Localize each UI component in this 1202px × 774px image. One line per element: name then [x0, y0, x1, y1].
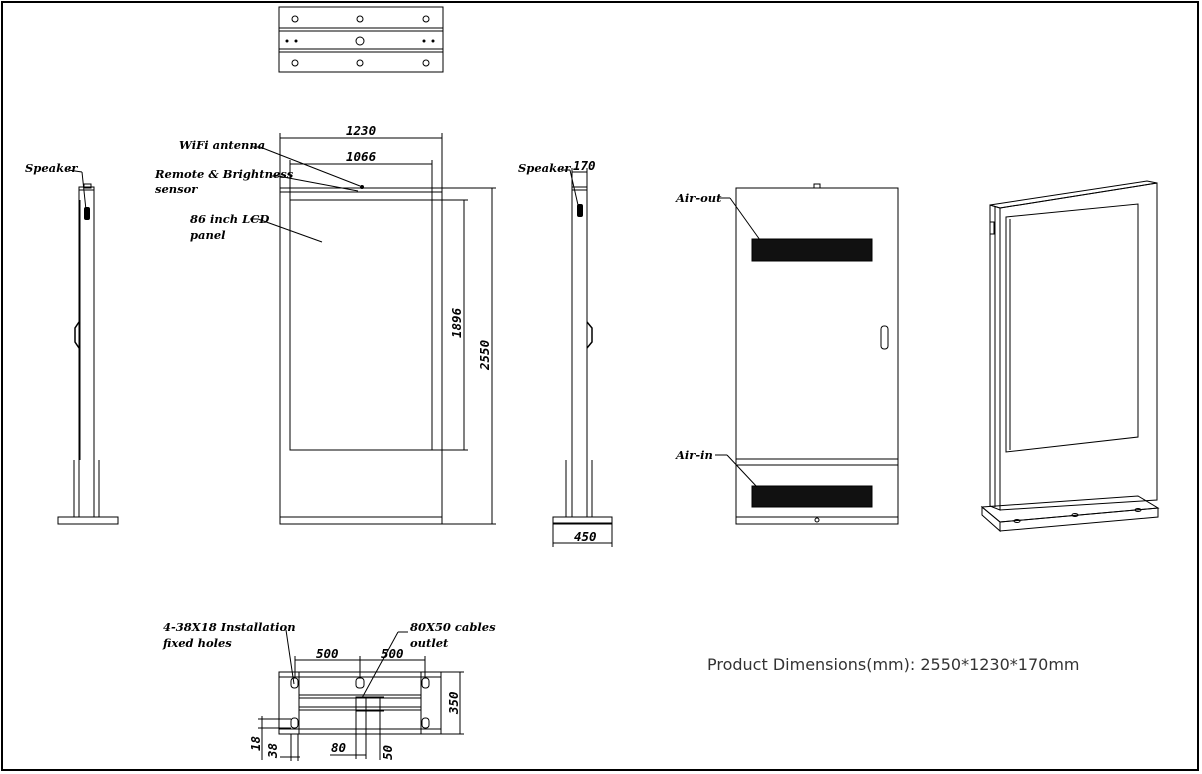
dim-height-screen: 1896 [449, 307, 464, 338]
holes-label-line2: fixed holes [162, 636, 232, 650]
rear-view: Air-out Air-in [675, 183, 899, 525]
dim-depth: 170 [573, 158, 596, 173]
air-out-vent [751, 238, 873, 262]
dim-base-half-right: 500 [381, 646, 404, 661]
air-in-vent [751, 485, 873, 508]
speaker-label-left: Speaker [25, 161, 78, 175]
air-in-label: Air-in [675, 448, 713, 462]
lcd-panel-label-line2: panel [190, 228, 226, 242]
dim-outlet-80: 80 [331, 740, 346, 755]
dim-width-screen: 1066 [346, 149, 377, 164]
left-side-view: Speaker [25, 161, 119, 525]
dim-hole-18: 18 [248, 736, 263, 751]
dim-base-depth: 450 [574, 529, 597, 544]
remote-sensor-label-line2: sensor [155, 182, 198, 196]
dim-height-total: 2550 [477, 340, 492, 371]
speaker-icon-side [577, 204, 583, 217]
dim-width-total: 1230 [346, 123, 376, 138]
product-dimensions-caption: Product Dimensions(mm): 2550*1230*170mm [707, 655, 1080, 674]
right-side-view: Speaker 170 450 [518, 158, 613, 547]
dim-outlet-50: 50 [380, 745, 395, 760]
speaker-label-side: Speaker [518, 161, 571, 175]
base-bottom-view: 500 500 350 18 38 80 50 4-38X18 Installa… [162, 620, 496, 761]
lcd-panel-label-line1: 86 inch LCD [190, 212, 269, 226]
remote-sensor-label-line1: Remote & Brightness [154, 167, 294, 181]
front-view: 1230 1066 1896 2550 WiFi antenna Remote … [154, 123, 496, 525]
speaker-icon [84, 207, 90, 220]
door-handle [880, 325, 889, 350]
dim-base-height: 350 [446, 691, 461, 715]
dim-base-half-left: 500 [316, 646, 339, 661]
wifi-antenna-label: WiFi antenna [179, 138, 265, 152]
isometric-view [980, 180, 1160, 533]
holes-label-line1: 4-38X18 Installation [163, 620, 296, 634]
cables-label-line1: 80X50 cables [410, 620, 496, 634]
dim-hole-38: 38 [265, 743, 280, 759]
top-view [278, 6, 444, 73]
cables-label-line2: outlet [410, 636, 449, 650]
air-out-label: Air-out [675, 191, 722, 205]
